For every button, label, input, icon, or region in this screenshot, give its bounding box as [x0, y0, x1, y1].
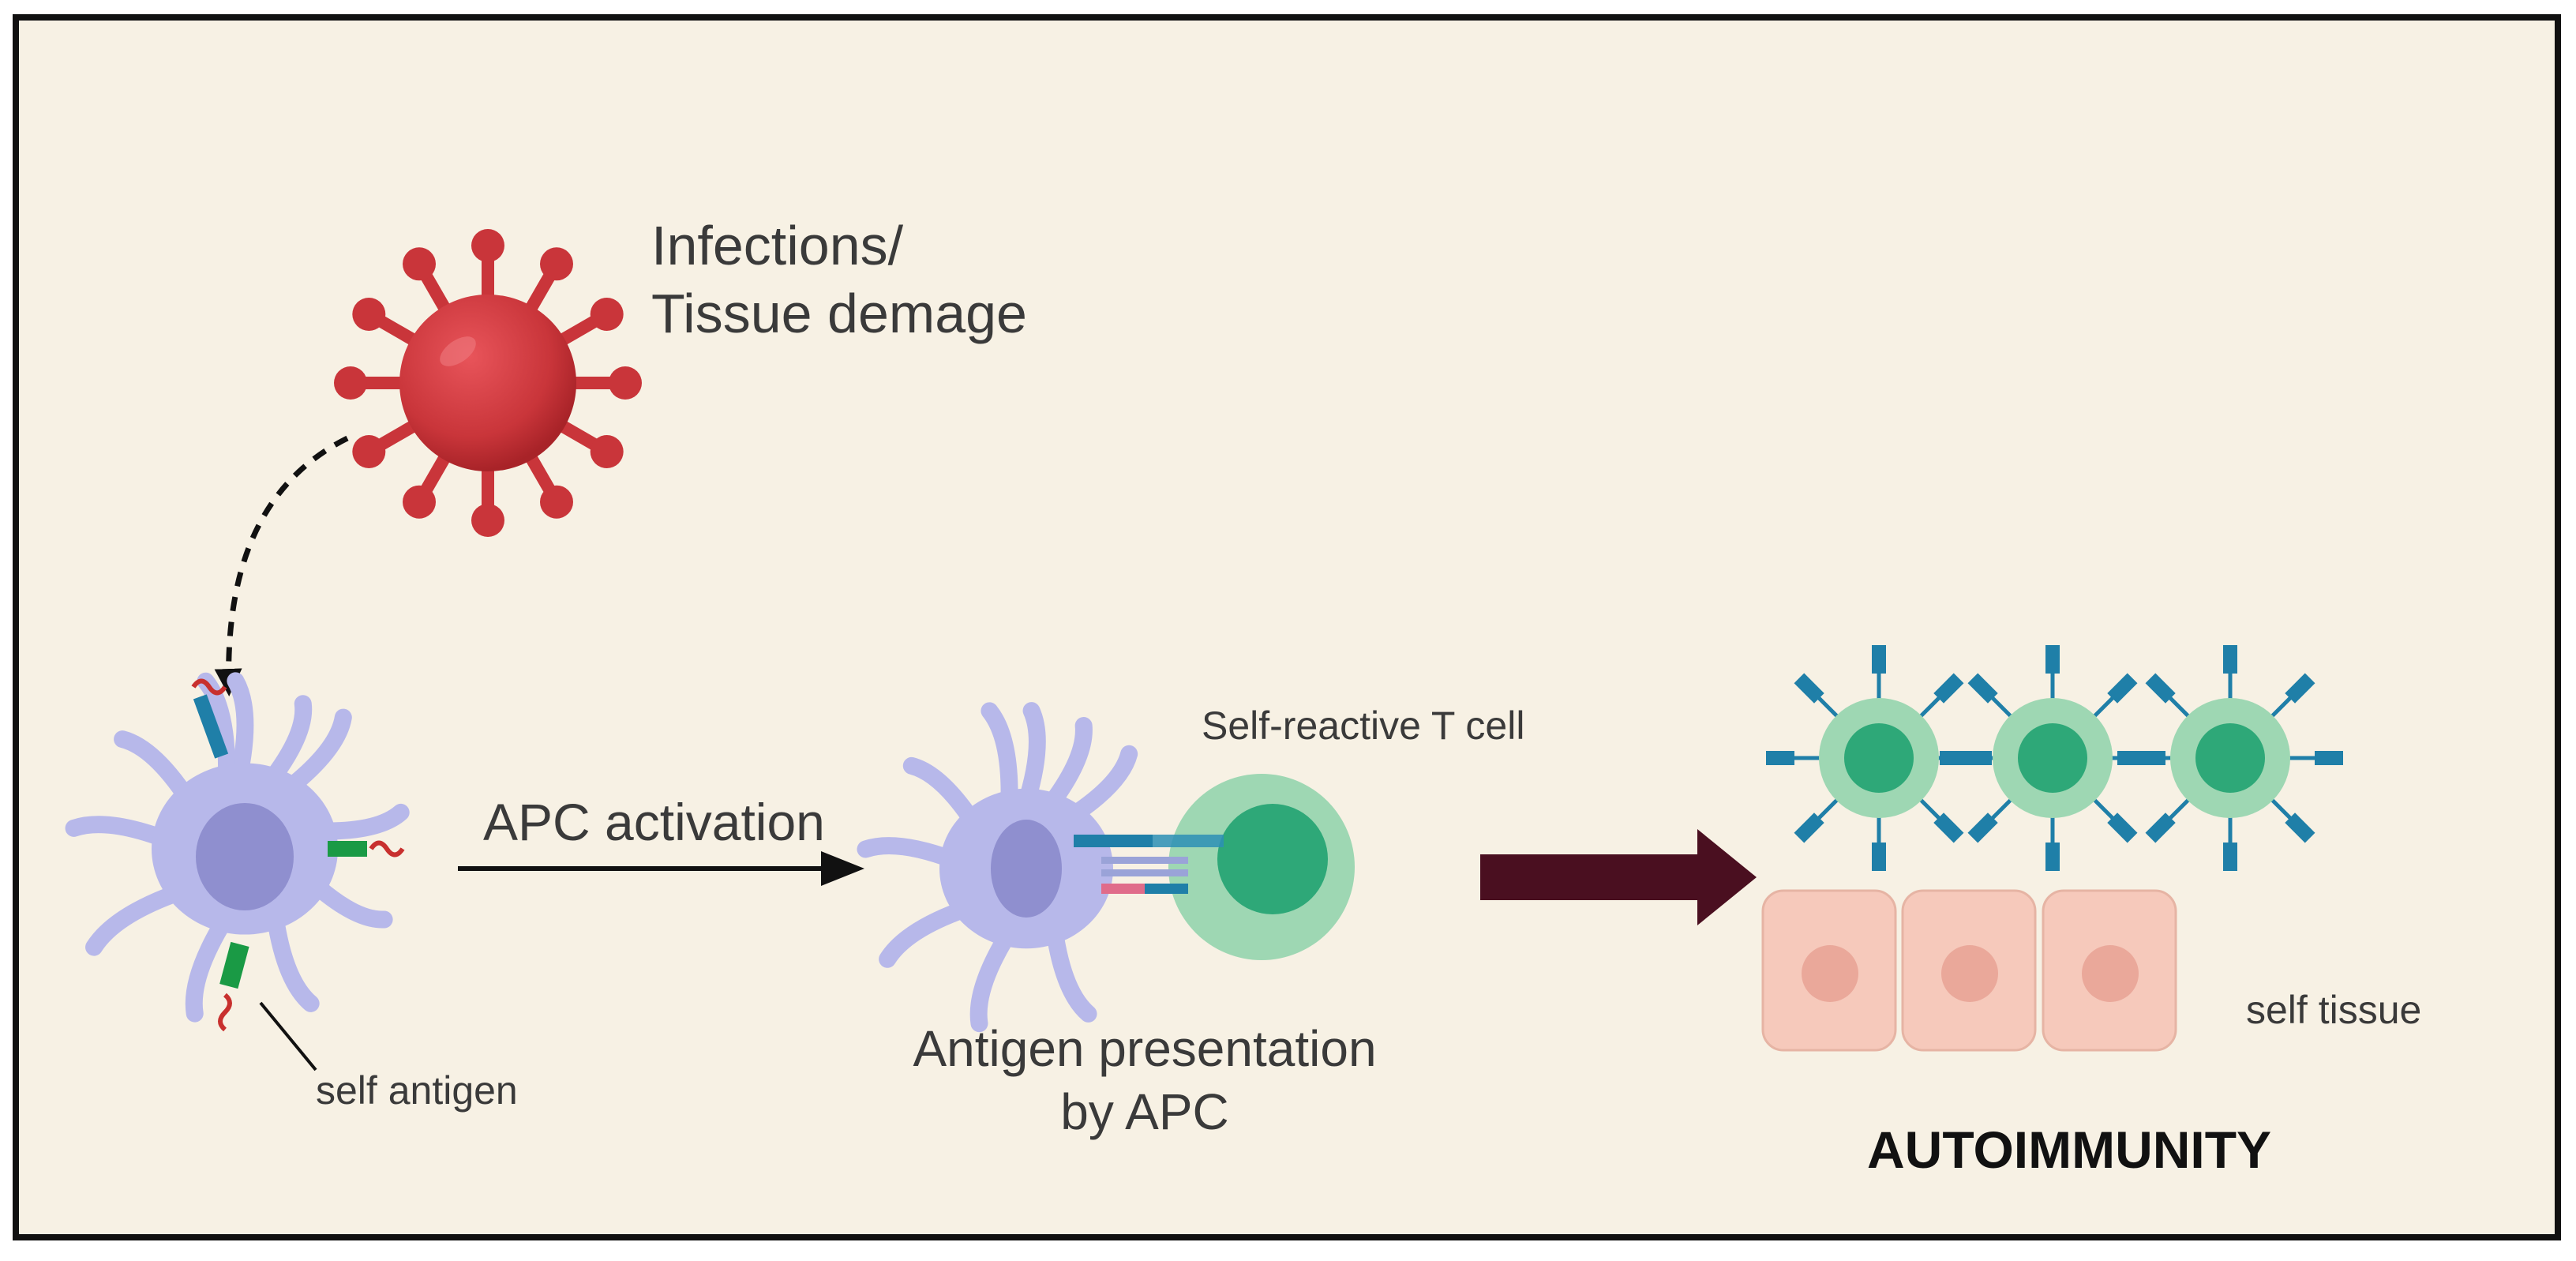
self-reactive-t-cell-label: Self-reactive T cell — [1202, 704, 1525, 748]
apc-activation-label: APC activation — [483, 793, 825, 851]
dashed-arrow — [214, 435, 349, 696]
receptor-complex — [1074, 835, 1224, 894]
big-arrow — [1480, 829, 1757, 925]
antigen-presentation-line-2: by APC — [1060, 1083, 1229, 1140]
infection-label-line-2: Tissue demage — [651, 283, 1027, 344]
t-cells-with-antibodies — [1766, 645, 2343, 871]
antigen-presentation-label: Antigen presentation by APC — [912, 1017, 1378, 1143]
virus-icon — [334, 229, 642, 537]
apc-cell-icon — [857, 702, 1138, 1033]
apc-cell-icon — [65, 672, 410, 1032]
tissue-cells — [1761, 889, 2177, 1052]
autoimmunity-label: AUTOIMMUNITY — [1867, 1120, 2272, 1179]
self-antigen-pointer — [259, 1001, 317, 1071]
antigen-presentation-line-1: Antigen presentation — [913, 1020, 1377, 1077]
infection-label: Infections/ Tissue demage — [651, 212, 1027, 347]
self-antigen-label: self antigen — [316, 1068, 518, 1113]
infection-label-line-1: Infections/ — [651, 215, 904, 276]
t-cell-icon — [1168, 774, 1355, 960]
self-tissue-label: self tissue — [2246, 988, 2422, 1032]
apc-activation-arrow — [458, 851, 864, 886]
